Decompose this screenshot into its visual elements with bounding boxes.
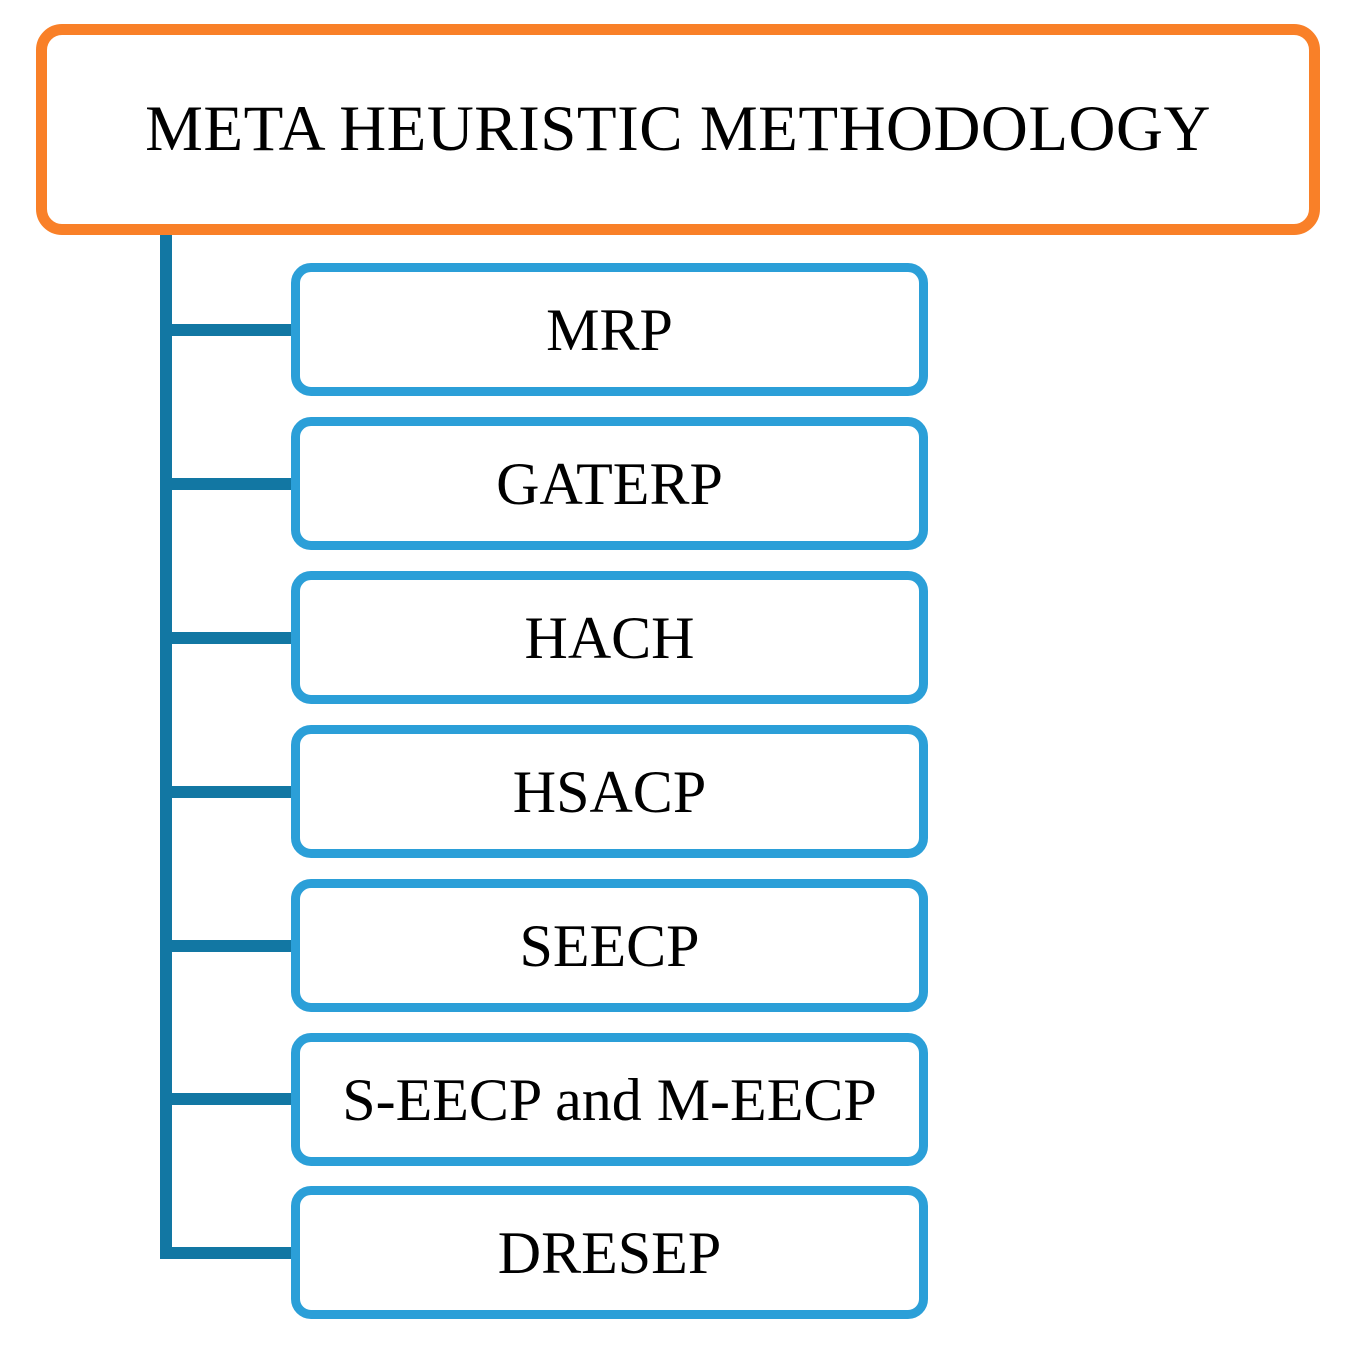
child-node-label: HSACP	[512, 758, 707, 825]
child-node-mrp[interactable]: MRP	[291, 263, 928, 396]
horizontal-branch-3	[160, 632, 295, 644]
horizontal-branch-6	[160, 1093, 295, 1105]
child-node-label: DRESEP	[497, 1219, 722, 1286]
root-node-meta-heuristic-methodology[interactable]: META HEURISTIC METHODOLOGY	[36, 24, 1320, 235]
child-node-label: GATERP	[496, 450, 723, 517]
child-node-label: S-EECP and M-EECP	[342, 1066, 877, 1133]
child-node-hach[interactable]: HACH	[291, 571, 928, 704]
horizontal-branch-7	[160, 1247, 295, 1259]
child-node-s-eecp-and-m-eecp[interactable]: S-EECP and M-EECP	[291, 1033, 928, 1166]
root-node-label: META HEURISTIC METHODOLOGY	[145, 93, 1211, 165]
child-node-label: HACH	[524, 604, 695, 671]
child-node-label: MRP	[546, 296, 673, 363]
child-node-dresep[interactable]: DRESEP	[291, 1186, 928, 1319]
child-node-hsacp[interactable]: HSACP	[291, 725, 928, 858]
horizontal-branch-5	[160, 940, 295, 952]
child-node-seecp[interactable]: SEECP	[291, 879, 928, 1012]
horizontal-branch-2	[160, 478, 295, 490]
horizontal-branch-4	[160, 786, 295, 798]
child-node-gaterp[interactable]: GATERP	[291, 417, 928, 550]
child-node-label: SEECP	[519, 912, 700, 979]
horizontal-branch-1	[160, 324, 295, 336]
